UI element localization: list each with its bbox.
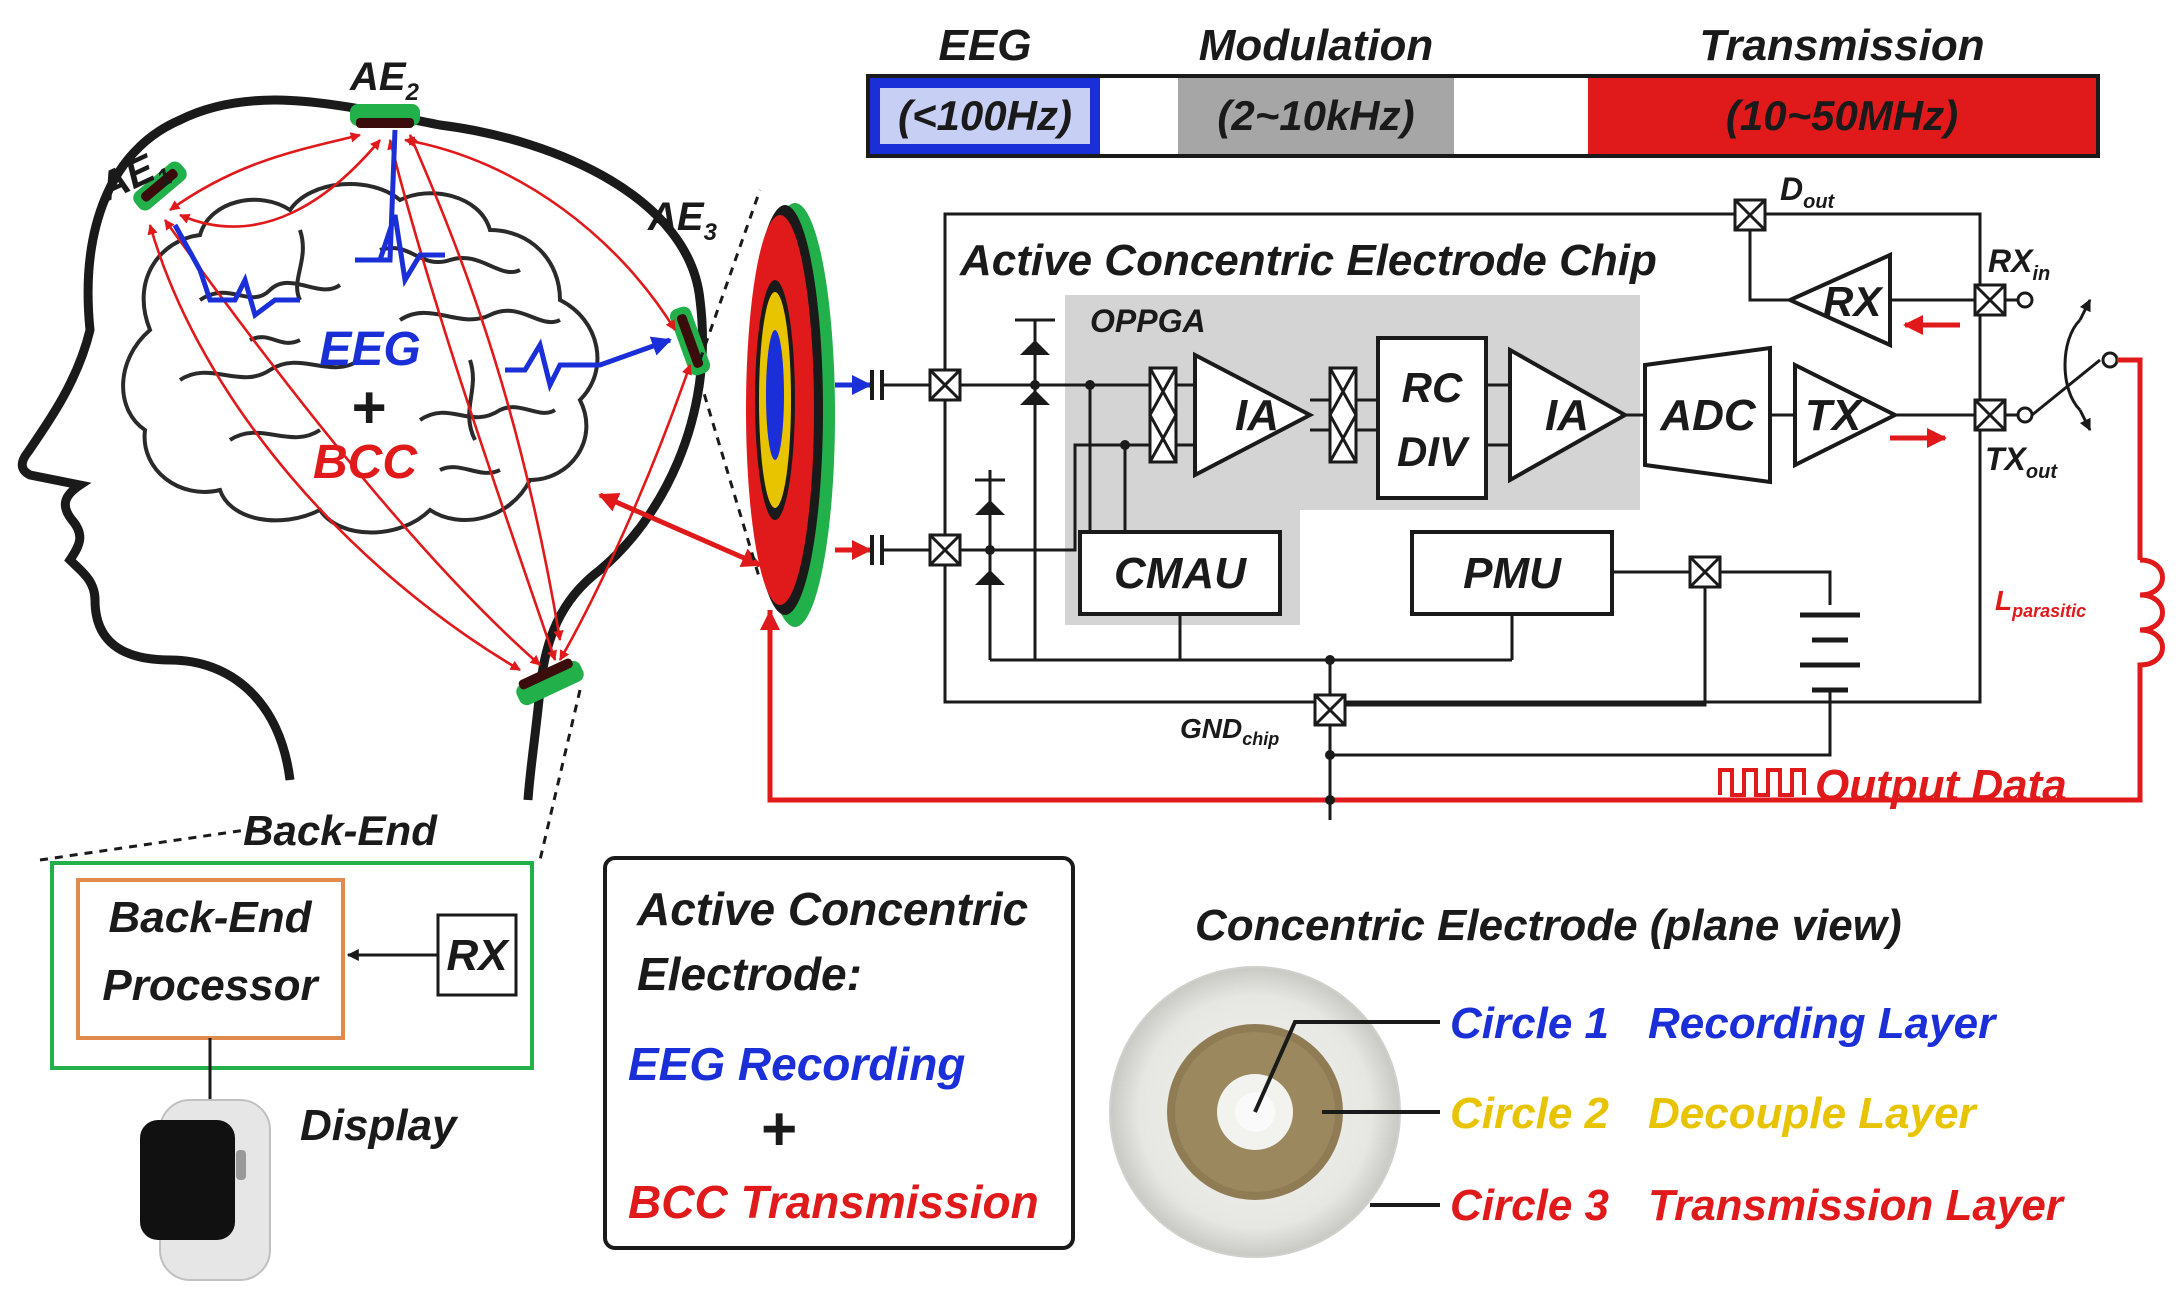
- div-label: DIV: [1397, 428, 1470, 475]
- input-coupling: [835, 318, 1150, 662]
- backend-rx-label: RX: [446, 931, 510, 980]
- bcc-paths: [147, 132, 692, 672]
- ace-line2: Electrode:: [637, 948, 862, 1000]
- battery-icon: [1330, 612, 1860, 757]
- switch-icon: [1973, 283, 2007, 317]
- ace-bcc-transmission: BCC Transmission: [628, 1176, 1039, 1228]
- gnd-chip-label: GNDchip: [1180, 713, 1279, 749]
- ia1-amplifier: [1193, 351, 1315, 479]
- ace-line1: Active Concentric: [636, 883, 1028, 935]
- rc-label: RC: [1402, 364, 1463, 411]
- transmission-band-range: (10~50MHz): [1726, 92, 1958, 139]
- adc-label: ADC: [1659, 391, 1757, 440]
- chip-title: Active Concentric Electrode Chip: [959, 236, 1657, 285]
- frequency-band-bar: EEG (<100Hz) Modulation (2~10kHz) Transm…: [866, 21, 2100, 158]
- head-bcc-label: BCC: [313, 436, 418, 489]
- back-end-processor-box: [76, 878, 345, 1040]
- switch-icon: [1733, 198, 1767, 232]
- switch-icon: [928, 533, 962, 567]
- output-data-label: Output Data: [1815, 761, 2067, 810]
- backend-rx-box: [436, 913, 518, 997]
- ia2-label: IA: [1545, 391, 1589, 440]
- adc-block: [1643, 345, 1772, 485]
- smartwatch-icon: [140, 1099, 271, 1281]
- circle3-label: Circle 3: [1450, 1181, 1609, 1230]
- electrode-bottom: [516, 660, 584, 706]
- plane-view: Concentric Electrode (plane view) Circle…: [1109, 901, 2066, 1258]
- head-illustration: AE1 AE2 AE3 EEG + BCC: [17, 55, 762, 801]
- ae2-label: AE2: [349, 55, 420, 106]
- eeg-waves: [172, 129, 672, 393]
- plane-view-title: Concentric Electrode (plane view): [1195, 901, 1902, 950]
- cmau-block: [1078, 530, 1282, 616]
- head-eeg-label: EEG: [319, 323, 420, 376]
- processor-line1: Back-End: [109, 893, 313, 942]
- modulation-band: [1178, 78, 1454, 154]
- tx-amplifier: [1793, 361, 1900, 469]
- circle2-label: Circle 2: [1450, 1089, 1610, 1138]
- lparasitic-label: Lparasitic: [1995, 585, 2086, 621]
- back-end-label: Back-End: [243, 807, 438, 854]
- active-concentric-electrode-chip: Active Concentric Electrode Chip OPPGA: [760, 171, 2165, 820]
- concentric-electrode-disc: [746, 203, 835, 627]
- square-wave-icon: [1718, 768, 1806, 797]
- processor-line2: Processor: [102, 961, 320, 1010]
- rc-div-block: [1376, 336, 1488, 500]
- back-end: Back-End Back-End Processor RX Display: [39, 689, 582, 1281]
- ia1-label: IA: [1235, 391, 1279, 440]
- switch-icon: [928, 368, 962, 402]
- display-label: Display: [300, 1101, 459, 1150]
- modulation-band-range: (2~10kHz): [1217, 92, 1414, 139]
- dout-label: Dout: [1780, 171, 1836, 213]
- head-plus-label: +: [350, 374, 385, 441]
- pmu-label: PMU: [1463, 549, 1562, 598]
- ae3-label: AE3: [647, 195, 718, 246]
- txout-label: TXout: [1985, 441, 2058, 483]
- oppga-label: OPPGA: [1090, 303, 1206, 339]
- ace-eeg-recording: EEG Recording: [628, 1038, 965, 1090]
- cmau-label: CMAU: [1114, 549, 1247, 598]
- circle1-label: Circle 1: [1450, 999, 1609, 1048]
- switch-icon: [1688, 555, 1722, 589]
- ia2-amplifier: [1508, 346, 1630, 484]
- circle3-layer: Transmission Layer: [1648, 1181, 2066, 1230]
- eeg-band-title: EEG: [939, 21, 1032, 70]
- rx-label: RX: [1823, 278, 1884, 325]
- tx-label: TX: [1805, 391, 1864, 440]
- switch-icon: [1313, 693, 1347, 727]
- ace-plus: +: [760, 1095, 796, 1164]
- eeg-band-range: (<100Hz): [898, 92, 1072, 139]
- transmission-band-title: Transmission: [1699, 21, 1984, 70]
- parasitic-inductor: [767, 557, 2165, 803]
- switch-icon: [1973, 398, 2007, 432]
- modulation-band-title: Modulation: [1199, 21, 1434, 70]
- ace-legend-box: Active Concentric Electrode: EEG Recordi…: [603, 856, 1075, 1250]
- circle2-layer: Decouple Layer: [1648, 1089, 1979, 1138]
- transmission-band: [1588, 78, 2096, 154]
- circle1-layer: Recording Layer: [1648, 999, 1998, 1048]
- rxin-label: RXin: [1988, 243, 2050, 285]
